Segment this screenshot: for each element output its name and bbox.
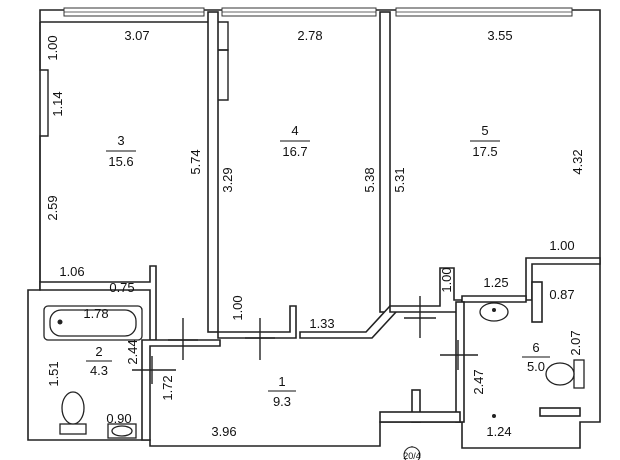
outer-walls [27, 9, 601, 449]
dimension-label: 3.29 [220, 167, 235, 192]
doors [132, 296, 478, 384]
dimension-label: 1.24 [486, 424, 511, 439]
room-labels: 3 15.6 4 16.7 5 17.5 2 4.3 1 9.3 6 5.0 [86, 123, 550, 409]
dimension-label: 2.78 [297, 28, 322, 43]
dimension-label: 2.59 [45, 195, 60, 220]
toilet-icon-room6 [545, 359, 585, 389]
room-number: 4 [291, 123, 298, 138]
dimension-label: 5.38 [362, 167, 377, 192]
room-number: 2 [95, 344, 102, 359]
fixtures [43, 302, 585, 439]
dimension-label: 5.31 [392, 167, 407, 192]
axis-marker: 20/4 [403, 446, 421, 460]
dimension-label: 1.06 [59, 264, 84, 279]
dimension-label: 1.14 [50, 91, 65, 116]
room-number: 1 [278, 374, 285, 389]
dimension-label: 2.47 [471, 369, 486, 394]
dimension-label: 4.32 [570, 149, 585, 174]
internal-walls [39, 11, 601, 441]
dimension-labels: 3.07 2.78 3.55 1.00 1.14 2.59 5.74 1.06 … [45, 28, 585, 439]
dimension-label: 1.00 [549, 238, 574, 253]
dimension-label: 2.44 [125, 339, 140, 364]
top-windows [63, 7, 573, 17]
dimension-label: 1.78 [83, 306, 108, 321]
floor-drain-icon [492, 414, 496, 418]
dimension-label: 2.07 [568, 330, 583, 355]
dimension-label: 1.33 [309, 316, 334, 331]
bathtub-icon [43, 305, 143, 341]
room-area: 17.5 [472, 144, 497, 159]
dimension-label: 0.75 [109, 280, 134, 295]
dimension-label: 1.51 [46, 361, 61, 386]
room-area: 4.3 [90, 363, 108, 378]
sink-icon-room6 [479, 302, 509, 322]
toilet-icon [59, 391, 87, 435]
dimension-label: 1.72 [160, 375, 175, 400]
dimension-label: 3.55 [487, 28, 512, 43]
room-number: 5 [481, 123, 488, 138]
room-number: 6 [532, 340, 539, 355]
sink-icon [107, 423, 137, 439]
room-area: 5.0 [527, 359, 545, 374]
axis-marker-label: 20/4 [403, 451, 421, 460]
dimension-label: 1.25 [483, 275, 508, 290]
dimension-label: 3.07 [124, 28, 149, 43]
dimension-label: 5.74 [188, 149, 203, 174]
dimension-label: 1.00 [45, 35, 60, 60]
room-number: 3 [117, 133, 124, 148]
dimension-label: 3.96 [211, 424, 236, 439]
room-area: 16.7 [282, 144, 307, 159]
room-area: 9.3 [273, 394, 291, 409]
room-area: 15.6 [108, 154, 133, 169]
dimension-label: 1.00 [230, 295, 245, 320]
dimension-label: 0.90 [106, 411, 131, 426]
dimension-label: 0.87 [549, 287, 574, 302]
dimension-label: 1.00 [439, 267, 454, 292]
